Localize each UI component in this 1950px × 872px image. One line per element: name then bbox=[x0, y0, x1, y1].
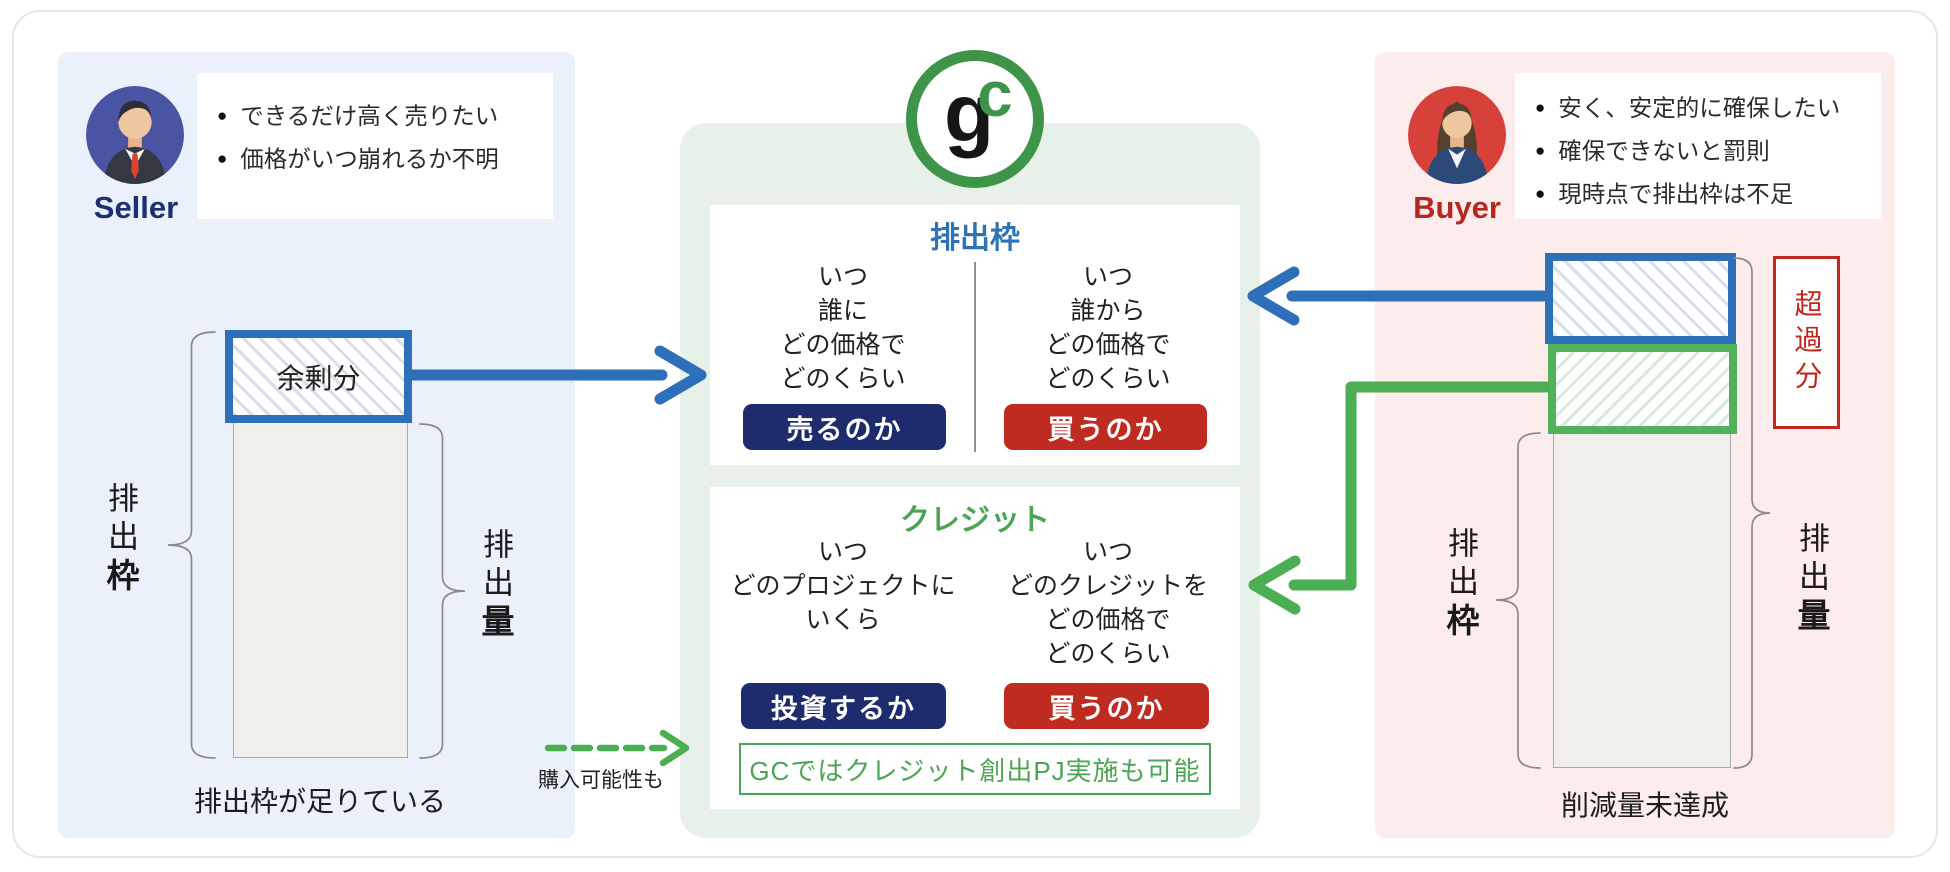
buyer-bullet-2: ●確保できないと罰則 bbox=[1535, 138, 1770, 164]
seller-allowance-axis-label: 排出枠 bbox=[102, 482, 139, 598]
buyer-emission-axis-label: 排出量 bbox=[1793, 522, 1830, 638]
allowance-buy-questions: いつ 誰から どの価格で どのくらい bbox=[1045, 263, 1171, 393]
buyer-avatar-icon bbox=[1408, 86, 1506, 184]
credit-invest-button: 投資するか bbox=[741, 683, 946, 729]
buyer-label: Buyer bbox=[1413, 190, 1501, 225]
credit-title: クレジット bbox=[900, 504, 1050, 537]
seller-label: Seller bbox=[93, 190, 179, 225]
gc-logo-icon: g c bbox=[906, 50, 1044, 188]
credit-invest-questions: いつ どのプロジェクトに いくら bbox=[730, 538, 956, 634]
seller-avatar-icon bbox=[86, 86, 184, 184]
seller-bullet-2: ●価格がいつ崩れるか不明 bbox=[217, 146, 499, 172]
bullet-icon: ● bbox=[1535, 98, 1546, 117]
bullet-icon: ● bbox=[1535, 141, 1546, 160]
bullet-icon: ● bbox=[217, 106, 228, 125]
buyer-bullet-list: ●安く、安定的に確保したい ●確保できないと罰則 ●現時点で排出枠は不足 bbox=[1535, 89, 1867, 209]
seller-emissions-bar bbox=[233, 421, 408, 758]
seller-emission-axis-label: 排出量 bbox=[477, 528, 514, 644]
credit-buy-button: 買うのか bbox=[1004, 683, 1209, 729]
allowance-sell-button: 売るのか bbox=[743, 404, 946, 450]
seller-bar-caption: 排出枠が足りている bbox=[193, 786, 446, 817]
seller-bullet-1: ●できるだけ高く売りたい bbox=[217, 103, 499, 129]
seller-bullet-list: ●できるだけ高く売りたい ●価格がいつ崩れるか不明 bbox=[217, 97, 539, 174]
buyer-avatar-graphic bbox=[1408, 86, 1506, 184]
buyer-shortage-allowance-box bbox=[1545, 253, 1736, 344]
allowance-buy-button: 買うのか bbox=[1004, 404, 1207, 450]
buyer-bullet-1: ●安く、安定的に確保したい bbox=[1535, 95, 1841, 121]
buyer-shortage-credit-box bbox=[1548, 344, 1737, 434]
allowance-sell-questions: いつ 誰に どの価格で どのくらい bbox=[780, 263, 906, 393]
gc-logo-letter-g: g bbox=[944, 68, 995, 159]
credit-creation-note: GCではクレジット創出PJ実施も可能 bbox=[739, 743, 1211, 795]
bullet-icon: ● bbox=[217, 149, 228, 168]
excess-label: 超過分 bbox=[1791, 288, 1823, 397]
buyer-bullet-3: ●現時点で排出枠は不足 bbox=[1535, 181, 1794, 207]
buyer-bar-caption: 削減量未達成 bbox=[1560, 790, 1729, 821]
seller-avatar-graphic bbox=[86, 86, 184, 184]
credit-buy-questions: いつ どのクレジットを どの価格で どのくらい bbox=[1007, 538, 1208, 668]
buyer-emissions-bar bbox=[1553, 433, 1731, 768]
bullet-icon: ● bbox=[1535, 184, 1546, 203]
excess-label-box: 超過分 bbox=[1773, 256, 1840, 429]
purchase-possibility-label: 購入可能性も bbox=[538, 769, 664, 792]
surplus-label: 余剰分 bbox=[276, 362, 361, 394]
buyer-info-box: ●安く、安定的に確保したい ●確保できないと罰則 ●現時点で排出枠は不足 bbox=[1515, 73, 1881, 219]
seller-info-box: ●できるだけ高く売りたい ●価格がいつ崩れるか不明 bbox=[197, 73, 553, 219]
allowance-title: 排出枠 bbox=[930, 222, 1020, 255]
gc-logo-letter-c: c bbox=[977, 58, 1013, 130]
seller-surplus-box: 余剰分 bbox=[225, 330, 412, 423]
allowance-divider bbox=[974, 262, 976, 452]
buyer-allowance-axis-label: 排出枠 bbox=[1442, 527, 1479, 643]
